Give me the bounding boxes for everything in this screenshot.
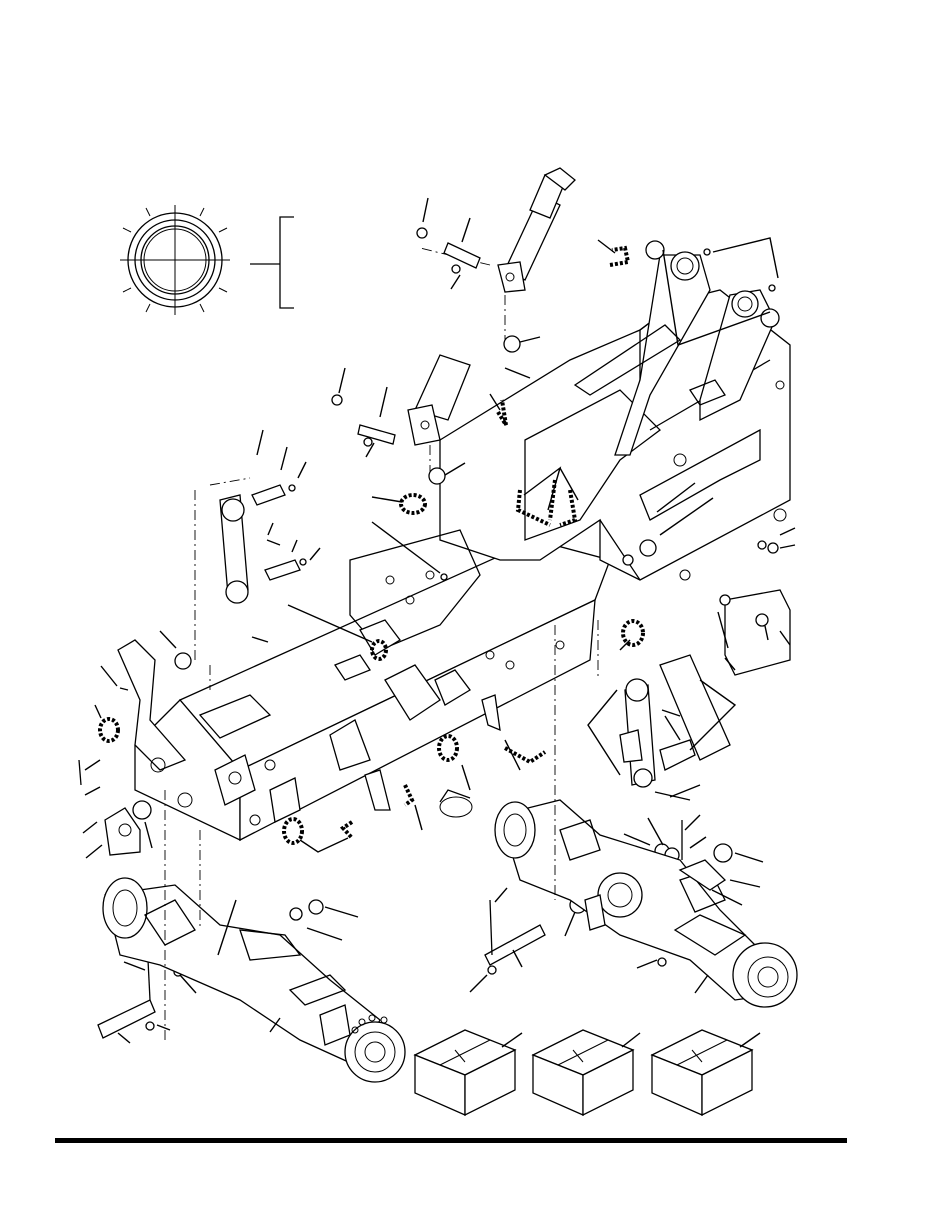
footer-rule [55,1138,847,1143]
front-axle [102,790,406,1083]
parts-kit-box-3 [650,1029,754,1117]
parts-kit-box-1 [413,1029,517,1117]
middle-tilt-cylinder [407,354,471,475]
parts-kit-box-2 [531,1029,635,1117]
hoses-and-rings [98,245,645,845]
callout-leaders [82,197,796,1048]
left-stabilizer-cylinder [194,477,251,690]
right-stabilizer-cylinder [597,620,656,788]
rear-axle [494,625,798,1008]
main-frame [117,251,791,842]
seal-detail-inset [120,205,294,315]
upper-lift-cylinder [419,167,576,340]
parts-kit-boxes [413,1029,754,1117]
